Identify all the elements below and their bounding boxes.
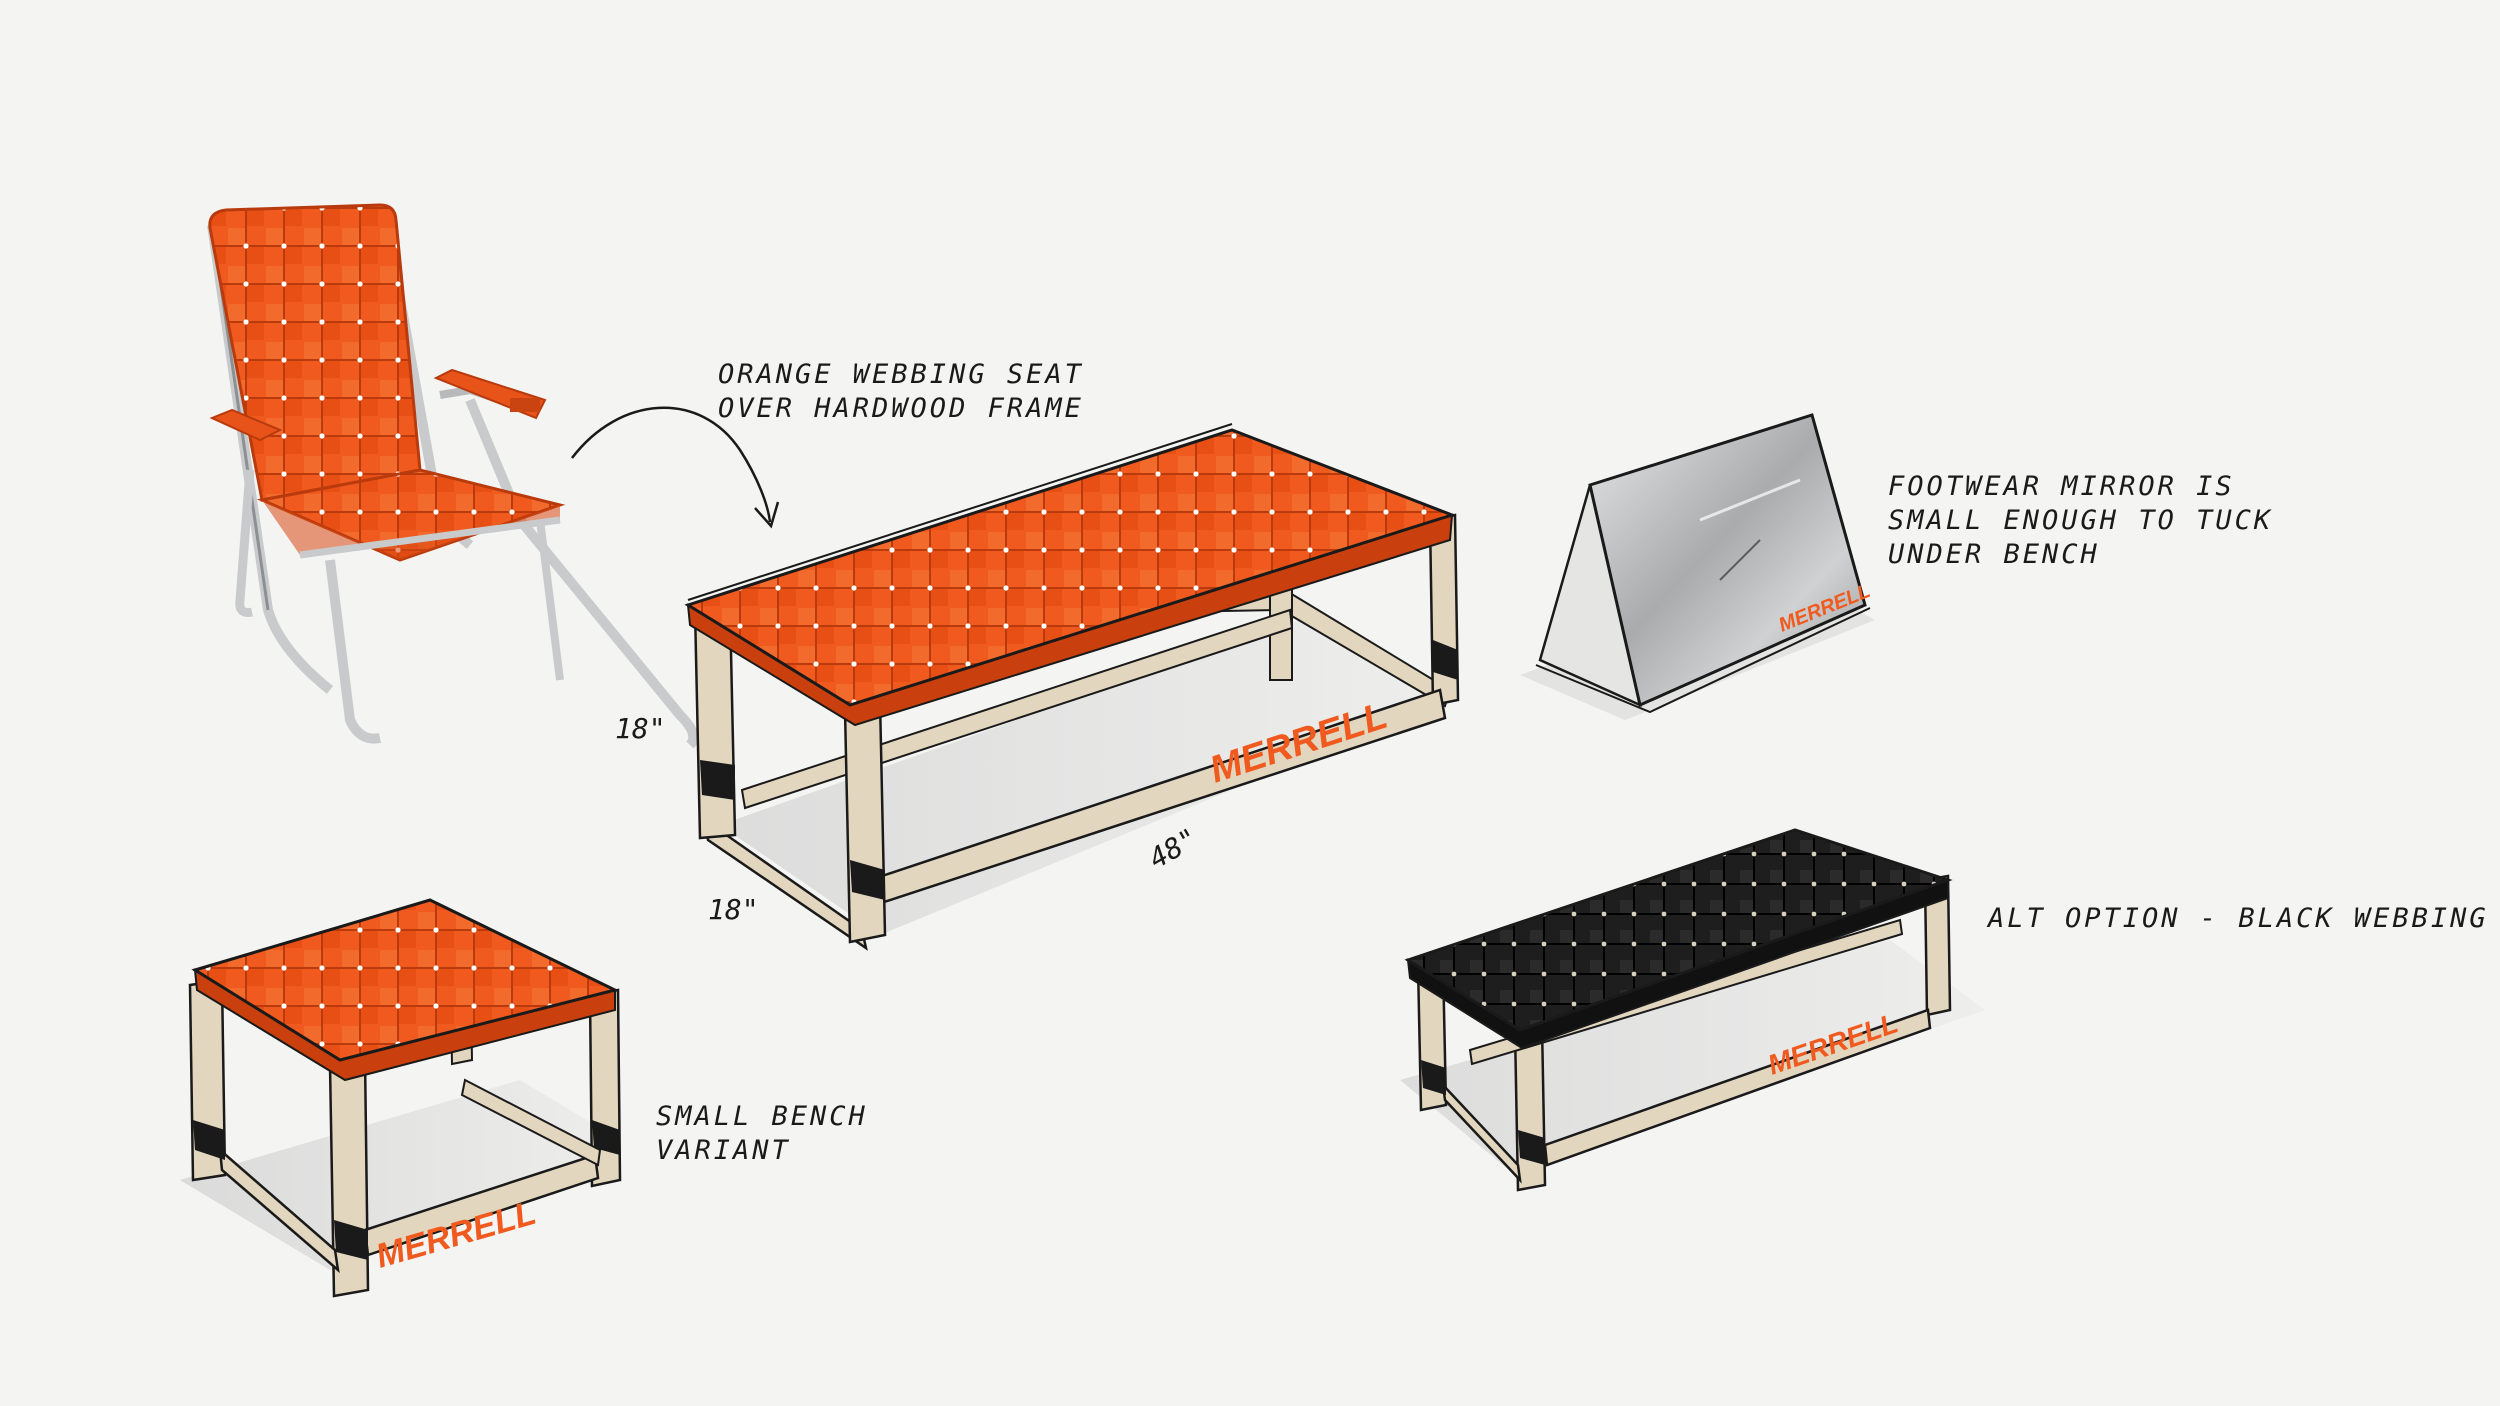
depth-dimension: 18" (708, 893, 759, 926)
mirror-note: FOOTWEAR MIRROR IS SMALL ENOUGH TO TUCK … (1888, 471, 2274, 570)
orange-bench-illustration: MERRELL (684, 423, 1460, 951)
alt-option-note: ALT OPTION - BLACK WEBBING (1988, 903, 2489, 934)
small-bench-note: SMALL BENCH VARIANT (656, 1101, 868, 1166)
footwear-mirror-illustration: MERRELL (1520, 413, 1875, 720)
small-bench-illustration: MERRELL (180, 898, 622, 1298)
black-bench-illustration: MERRELL (1400, 828, 1985, 1192)
curved-arrow (571, 406, 780, 529)
height-dimension: 18" (615, 712, 666, 745)
seat-material-note: ORANGE WEBBING SEAT OVER HARDWOOD FRAME (718, 359, 1084, 424)
lawn-chair-illustration (207, 203, 699, 749)
